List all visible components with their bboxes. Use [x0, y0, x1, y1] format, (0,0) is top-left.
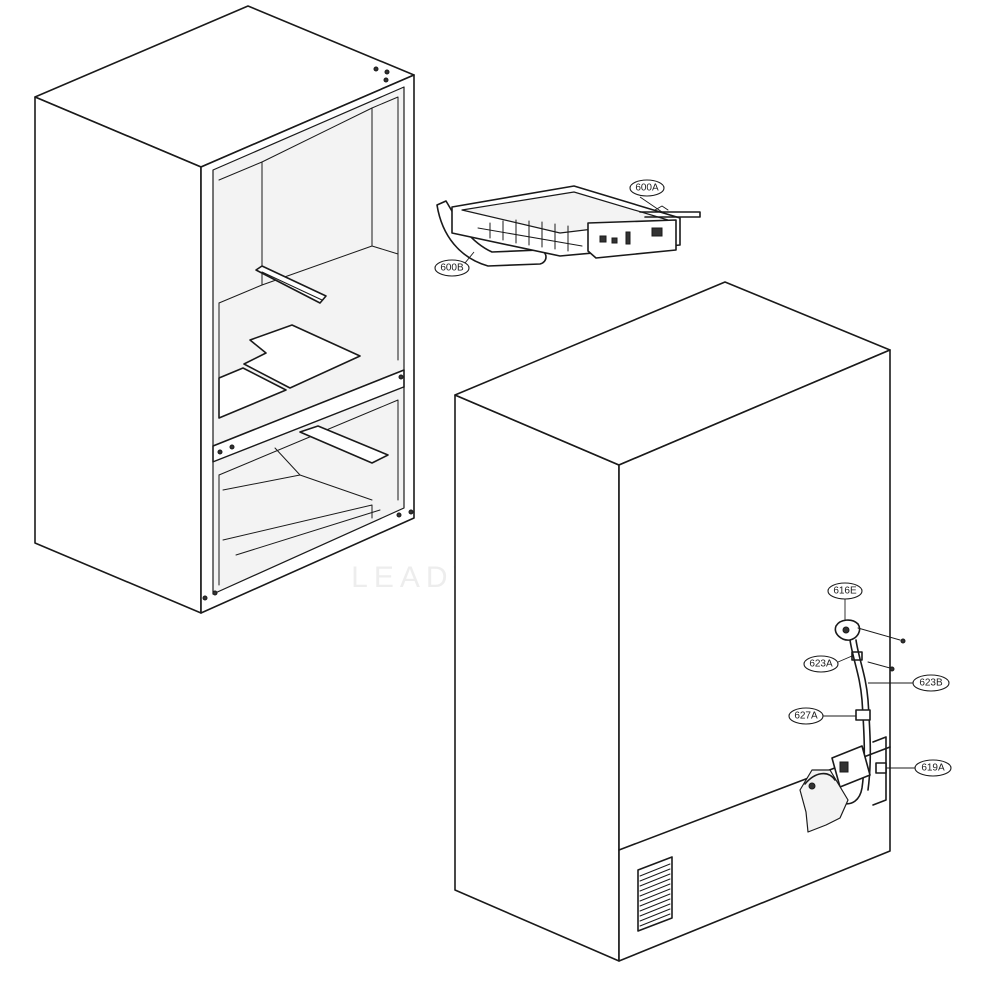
callout-619A: 619A: [886, 759, 952, 777]
rear-cabinet-left-side: [454, 394, 620, 962]
water-valve-assembly: [799, 619, 906, 833]
callout-label-623B: 623B: [919, 678, 943, 689]
callout-label-616E: 616E: [833, 586, 857, 597]
freezer-compartment: [212, 386, 405, 595]
crisper-plate-lower: [218, 367, 287, 419]
callout-623A: 623A: [803, 655, 853, 673]
callout-627A: 627A: [788, 707, 856, 725]
water-tube: [841, 639, 866, 805]
crisper-plate-upper: [243, 324, 361, 389]
ice-maker-mold-cups: [477, 219, 583, 252]
callout-label-627A: 627A: [794, 711, 818, 722]
ice-maker-assembly: [436, 185, 701, 267]
freezer-rail: [299, 425, 389, 464]
cabinet-screws: [202, 66, 414, 601]
callout-616E: 616E: [827, 582, 863, 620]
cabinet-front-view: [34, 5, 415, 614]
water-valve-619A: [831, 745, 871, 788]
tube-clamp-627A: [855, 709, 871, 721]
callout-600B: 600B: [434, 251, 475, 277]
callout-label-619A: 619A: [921, 763, 945, 774]
vent-grille: [637, 856, 673, 932]
callout-label-623A: 623A: [809, 659, 833, 670]
cabinet-rear-view: [454, 281, 891, 962]
callout-600A: 600A: [629, 179, 665, 213]
ice-maker-mount-bracket: [639, 211, 701, 218]
callout-623B: 623B: [868, 674, 950, 692]
callout-label-600B: 600B: [440, 263, 464, 274]
callout-label-600A: 600A: [635, 183, 659, 194]
cabinet-left-side: [34, 96, 202, 614]
